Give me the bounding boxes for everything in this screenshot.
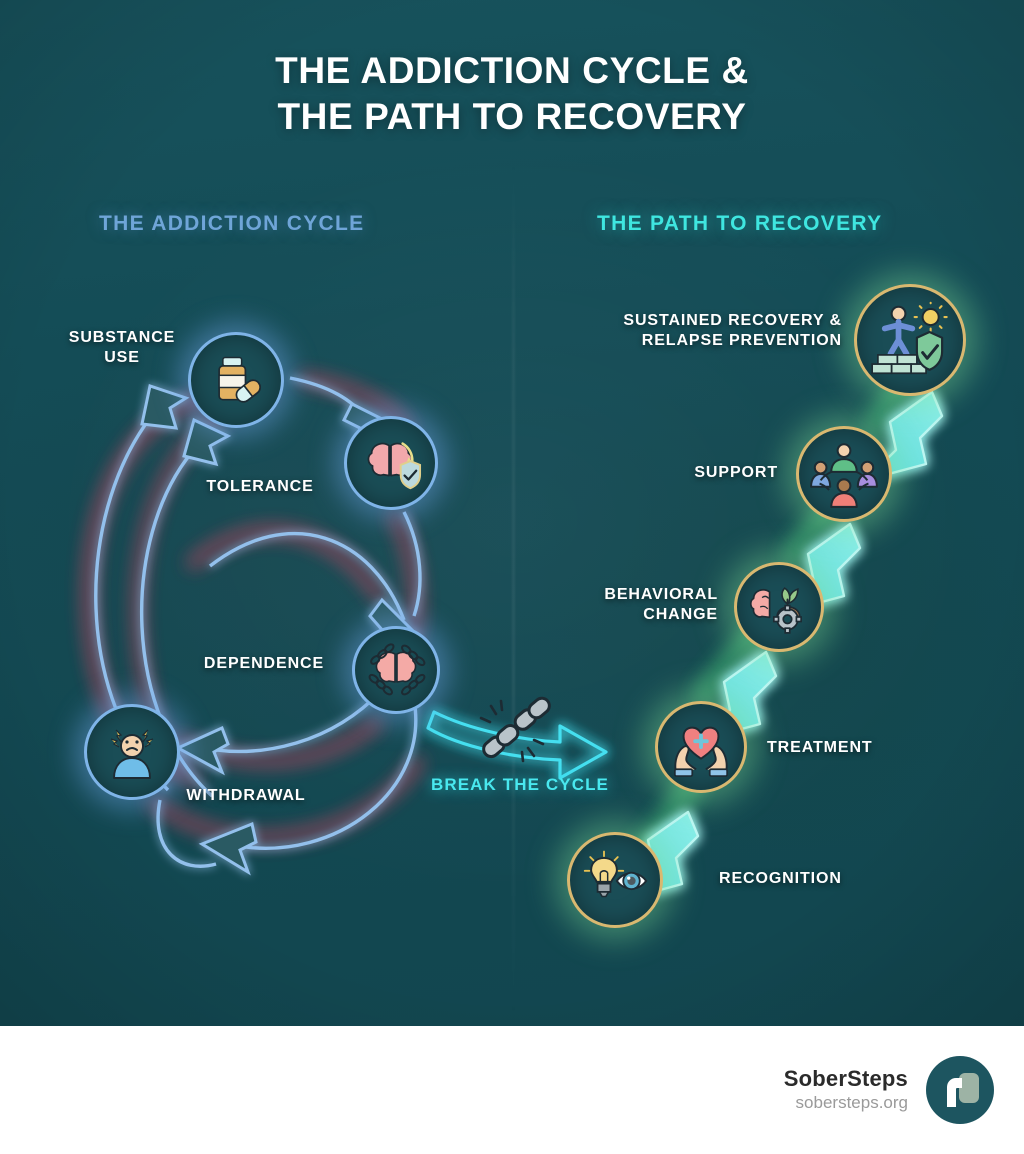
label-sustained-recovery: SUSTAINED RECOVERY & RELAPSE PREVENTION	[623, 312, 842, 349]
brand-name: SoberSteps	[783, 1066, 908, 1092]
node-substance-use[interactable]	[188, 332, 284, 428]
node-dependence[interactable]	[352, 626, 440, 714]
brand-url[interactable]: sobersteps.org	[795, 1092, 908, 1112]
page-title-line-1: THE ADDICTION CYCLE &	[275, 50, 749, 91]
label-behavioral-change: BEHAVIORAL CHANGE	[604, 586, 718, 623]
brand-text: SoberSteps sobersteps.org	[784, 1066, 908, 1113]
pill-bottle-icon	[218, 356, 261, 403]
label-dependence: DEPENDENCE	[203, 655, 325, 672]
node-withdrawal[interactable]	[84, 704, 180, 800]
people-circle-icon	[810, 443, 878, 508]
label-tolerance: TOLERANCE	[206, 478, 314, 495]
page-title: THE ADDICTION CYCLE & THE PATH TO RECOVE…	[0, 48, 1024, 141]
footer: SoberSteps sobersteps.org	[0, 1026, 1024, 1154]
section-heading-addiction-cycle: THE ADDICTION CYCLE	[99, 212, 365, 235]
chained-brain-icon	[368, 643, 426, 696]
label-recognition: RECOGNITION	[719, 870, 842, 887]
panel-divider	[512, 160, 515, 1020]
label-treatment: TREATMENT	[767, 739, 873, 756]
node-support[interactable]	[796, 426, 892, 522]
page-title-line-2: THE PATH TO RECOVERY	[277, 96, 747, 138]
distressed-person-icon	[110, 729, 154, 779]
label-break-the-cycle: BREAK THE CYCLE	[430, 775, 609, 794]
hands-heart-icon	[673, 726, 729, 777]
brain-shield-icon	[367, 442, 422, 490]
break-the-cycle-group	[468, 692, 558, 774]
person-bricks-shield-icon	[871, 301, 948, 375]
lightbulb-eye-icon	[583, 850, 648, 898]
main-panel: THE ADDICTION CYCLE & THE PATH TO RECOVE…	[0, 0, 1024, 1026]
brand-block: SoberSteps sobersteps.org	[784, 1056, 1024, 1124]
node-tolerance[interactable]	[344, 416, 438, 510]
node-sustained-recovery[interactable]	[854, 284, 966, 396]
sobersteps-logo-icon[interactable]	[926, 1056, 994, 1124]
label-withdrawal: WITHDRAWAL	[186, 787, 306, 804]
section-heading-path-to-recovery: THE PATH TO RECOVERY	[597, 212, 883, 235]
brain-plant-gear-icon	[749, 587, 802, 634]
label-support: SUPPORT	[694, 464, 778, 481]
label-substance-use: SUBSTANCE USE	[68, 329, 176, 366]
broken-chain-icon	[479, 696, 551, 763]
node-treatment[interactable]	[655, 701, 747, 793]
node-behavioral-change[interactable]	[734, 562, 824, 652]
node-recognition[interactable]	[567, 832, 663, 928]
